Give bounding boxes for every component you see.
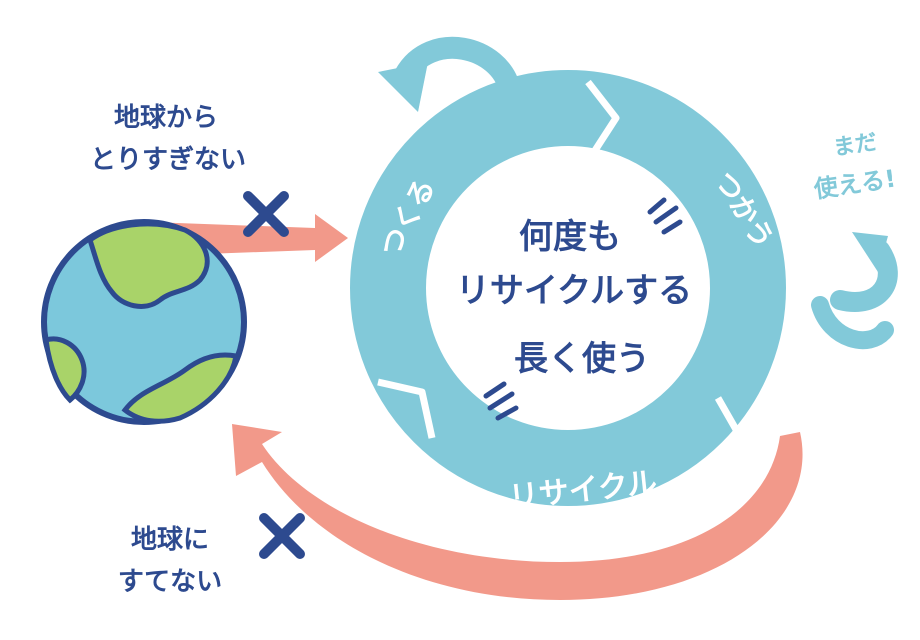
earth-icon <box>41 219 247 425</box>
extract-label-line-2: とりすぎない <box>90 145 246 175</box>
side-note-line-1: まだ <box>832 130 879 161</box>
cross-icon <box>243 191 289 237</box>
discard-label-line-2: すてない <box>118 567 222 597</box>
reuse-arrow-right <box>811 232 898 350</box>
center-line-1: 何度も <box>519 217 621 257</box>
discard-label-line-1: 地球に <box>131 525 209 555</box>
discard-arrow <box>232 424 803 600</box>
repeat-arrow-top <box>378 36 521 112</box>
extract-label-line-1: 地球から <box>114 103 218 133</box>
cross-icon <box>259 513 305 559</box>
cycle-ring <box>350 70 786 506</box>
center-line-2: リサイクルする <box>456 271 692 311</box>
emphasis-lines <box>483 197 683 421</box>
center-line-3: 長く使う <box>514 339 650 379</box>
side-note-line-2: 使える! <box>811 164 897 203</box>
